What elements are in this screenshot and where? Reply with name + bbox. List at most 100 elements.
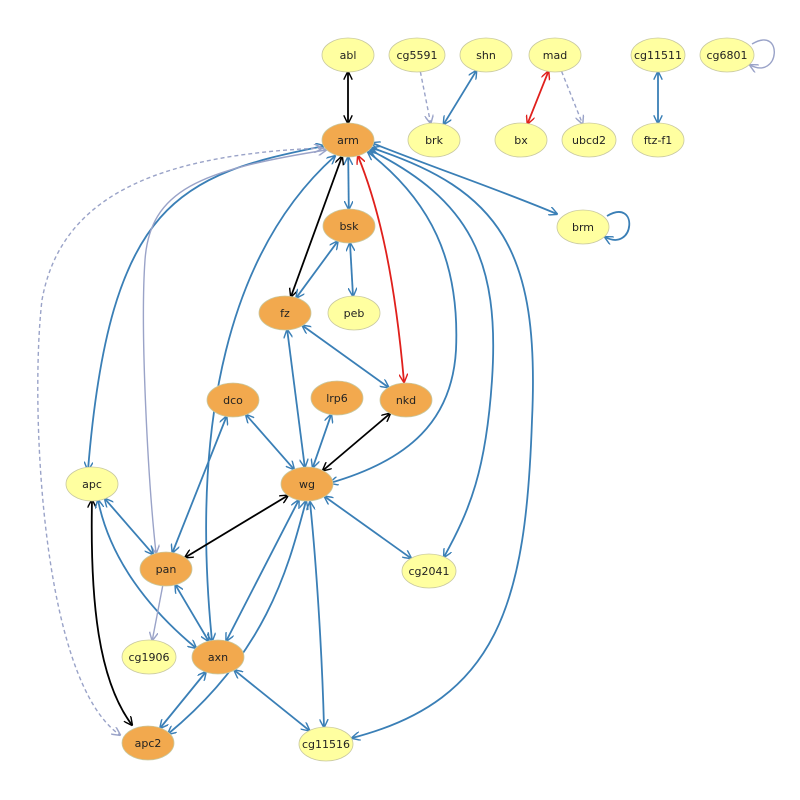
node-dco[interactable]: dco — [206, 382, 260, 418]
edge-wg-apc2 — [168, 501, 306, 734]
node-mad[interactable]: mad — [528, 37, 582, 73]
node-brm[interactable]: brm — [556, 209, 610, 245]
node-peb-shape — [327, 295, 381, 331]
node-peb-label: peb — [344, 307, 365, 320]
edge-fz-nkd — [303, 326, 389, 388]
edge-bsk-fz — [296, 241, 337, 297]
node-axn-label: axn — [208, 651, 228, 664]
node-cg2041-shape — [401, 553, 457, 589]
node-cg1906-shape — [121, 639, 177, 675]
node-cg11516-label: cg11516 — [302, 738, 350, 751]
edge-arm-nkd — [358, 156, 404, 382]
node-cg11516[interactable]: cg11516 — [298, 726, 354, 762]
node-apc2-label: apc2 — [135, 737, 162, 750]
node-cg11511-shape — [630, 37, 686, 73]
node-arm-shape — [321, 122, 375, 158]
node-fz[interactable]: fz — [258, 295, 312, 331]
node-brk-shape — [407, 122, 461, 158]
node-apc[interactable]: apc — [65, 466, 119, 502]
node-brm-label: brm — [572, 221, 594, 234]
node-bsk-label: bsk — [339, 220, 359, 233]
node-ubcd2-label: ubcd2 — [572, 134, 606, 147]
node-cg6801-shape — [699, 37, 755, 73]
node-cg5591-shape — [388, 37, 446, 73]
node-abl-shape — [321, 37, 375, 73]
node-mad-label: mad — [543, 49, 567, 62]
node-pan-label: pan — [156, 563, 177, 576]
edge-fz-wg — [287, 330, 305, 467]
node-peb[interactable]: peb — [327, 295, 381, 331]
node-ubcd2[interactable]: ubcd2 — [561, 122, 617, 158]
node-abl-label: abl — [340, 49, 357, 62]
edge-cg5591-brk — [419, 71, 430, 123]
node-brk-label: brk — [425, 134, 444, 147]
node-ubcd2-shape — [561, 122, 617, 158]
node-dco-shape — [206, 382, 260, 418]
edge-apc-apc2 — [92, 500, 132, 725]
node-axn-shape — [191, 639, 245, 675]
node-mad-shape — [528, 37, 582, 73]
node-wg[interactable]: wg — [280, 466, 334, 502]
node-nkd-label: nkd — [396, 394, 416, 407]
node-cg2041[interactable]: cg2041 — [401, 553, 457, 589]
node-lrp6-shape — [310, 380, 364, 416]
edge-mad-bx — [528, 71, 549, 123]
node-arm[interactable]: arm — [321, 122, 375, 158]
node-bx-shape — [494, 122, 548, 158]
node-cg1906-label: cg1906 — [128, 651, 169, 664]
node-cg1906[interactable]: cg1906 — [121, 639, 177, 675]
node-cg5591-label: cg5591 — [396, 49, 437, 62]
edge-dco-wg — [246, 415, 294, 470]
edge-arm-cg2041 — [370, 150, 495, 557]
edge-arm-cg11516 — [352, 148, 534, 738]
node-bsk[interactable]: bsk — [322, 208, 376, 244]
node-brk[interactable]: brk — [407, 122, 461, 158]
node-fz-shape — [258, 295, 312, 331]
node-cg2041-label: cg2041 — [408, 565, 449, 578]
node-shn-label: shn — [476, 49, 496, 62]
node-brm-shape — [556, 209, 610, 245]
node-pan[interactable]: pan — [139, 551, 193, 587]
edge-axn-apc2 — [160, 672, 206, 728]
node-shn[interactable]: shn — [459, 37, 513, 73]
node-cg5591[interactable]: cg5591 — [388, 37, 446, 73]
node-wg-shape — [280, 466, 334, 502]
node-lrp6-label: lrp6 — [326, 392, 348, 405]
edge-pan-axn — [175, 585, 208, 641]
node-arm-label: arm — [337, 134, 359, 147]
node-cg11511[interactable]: cg11511 — [630, 37, 686, 73]
edge-brm-brm — [605, 211, 631, 240]
node-bx-label: bx — [514, 134, 528, 147]
edge-axn-cg11516 — [234, 670, 309, 730]
node-cg11511-label: cg11511 — [634, 49, 682, 62]
node-apc-label: apc — [82, 478, 102, 491]
node-fz-label: fz — [280, 307, 290, 320]
node-bx[interactable]: bx — [494, 122, 548, 158]
edge-wg-pan — [185, 496, 288, 558]
node-ftzf1[interactable]: ftz-f1 — [631, 122, 685, 158]
node-apc2[interactable]: apc2 — [121, 725, 175, 761]
edge-arm-apc2 — [37, 148, 322, 735]
node-cg6801-label: cg6801 — [706, 49, 747, 62]
edge-bsk-peb — [350, 243, 353, 296]
node-apc2-shape — [121, 725, 175, 761]
node-nkd[interactable]: nkd — [379, 382, 433, 418]
edge-mad-ubcd2 — [560, 71, 583, 123]
edge-layer — [37, 39, 775, 738]
edge-nkd-wg — [323, 414, 390, 471]
node-layer: abl cg5591 shn mad cg11511 cg6801 brk bx ubcd2 ft… — [65, 37, 755, 762]
edge-lrp6-wg — [313, 415, 331, 468]
node-cg6801[interactable]: cg6801 — [699, 37, 755, 73]
node-pan-shape — [139, 551, 193, 587]
edge-cg6801-cg6801 — [750, 39, 775, 68]
node-abl[interactable]: abl — [321, 37, 375, 73]
node-apc-shape — [65, 466, 119, 502]
node-axn[interactable]: axn — [191, 639, 245, 675]
edge-wg-cg11516 — [310, 502, 324, 727]
node-cg11516-shape — [298, 726, 354, 762]
edge-dco-pan — [173, 417, 227, 553]
node-lrp6[interactable]: lrp6 — [310, 380, 364, 416]
edge-arm-bsk — [348, 157, 349, 209]
